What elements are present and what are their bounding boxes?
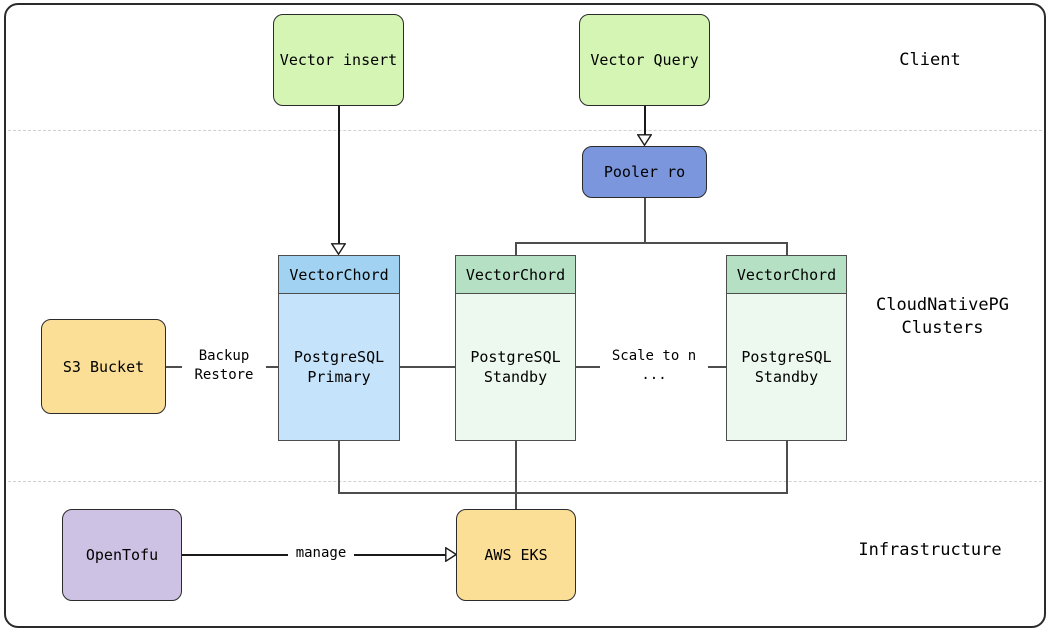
node-vector-insert[interactable]: Vector insert [273, 14, 404, 106]
lane-label-cloudnativepg-clusters: CloudNativePG Clusters [875, 295, 1010, 338]
lane-divider-client-clusters [8, 130, 1042, 131]
node-postgresql-standby-1[interactable]: VectorChord PostgreSQL Standby [455, 255, 576, 441]
lane-divider-clusters-infrastructure [8, 481, 1042, 482]
node-vector-query-label: Vector Query [590, 51, 699, 69]
arrowhead-into-eks-icon [445, 547, 457, 562]
node-s3-bucket-label: S3 Bucket [62, 357, 145, 376]
node-aws-eks[interactable]: AWS EKS [456, 509, 576, 601]
node-pooler-ro-label: Pooler ro [603, 163, 686, 181]
edge-label-backup-restore: Backup Restore [182, 347, 266, 385]
edge-vector-query-to-pooler [644, 104, 646, 140]
node-postgresql-standby-1-header: VectorChord [456, 256, 575, 294]
node-vector-insert-label: Vector insert [279, 51, 398, 69]
edge-primary-down [338, 440, 340, 494]
edge-standby-n-down [786, 440, 788, 494]
node-postgresql-primary-label: PostgreSQL Primary [279, 294, 399, 440]
node-postgresql-standby-n[interactable]: VectorChord PostgreSQL Standby [726, 255, 847, 441]
node-opentofu-label: OpenTofu [85, 546, 159, 564]
node-postgresql-standby-1-label: PostgreSQL Standby [456, 294, 575, 440]
node-postgresql-primary[interactable]: VectorChord PostgreSQL Primary [278, 255, 400, 441]
node-postgresql-primary-header: VectorChord [279, 256, 399, 294]
edge-primary-to-standby-1 [400, 366, 455, 368]
edge-pooler-bus [515, 242, 787, 244]
node-postgresql-standby-n-label: PostgreSQL Standby [727, 294, 846, 440]
node-postgresql-standby-n-header: VectorChord [727, 256, 846, 294]
edge-pooler-to-standby-1 [515, 242, 517, 258]
node-opentofu[interactable]: OpenTofu [62, 509, 182, 601]
edge-cluster-to-eks-bus [338, 492, 788, 494]
arrowhead-into-pooler-icon [637, 134, 652, 146]
node-s3-bucket[interactable]: S3 Bucket [41, 319, 166, 414]
node-vector-query[interactable]: Vector Query [579, 14, 710, 106]
lane-label-infrastructure: Infrastructure [858, 540, 1002, 560]
edge-label-scale-to-n: Scale to n ... [600, 347, 708, 385]
node-pooler-ro[interactable]: Pooler ro [582, 146, 707, 198]
lane-label-client: Client [899, 50, 961, 70]
edge-pooler-to-standby-n [786, 242, 788, 258]
edge-pooler-stem [644, 198, 646, 244]
edge-label-manage: manage [288, 544, 354, 563]
node-aws-eks-label: AWS EKS [484, 546, 548, 564]
arrowhead-into-primary-icon [331, 243, 346, 255]
edge-vector-insert-to-primary [338, 104, 340, 246]
edge-standby-1-down [515, 440, 517, 517]
